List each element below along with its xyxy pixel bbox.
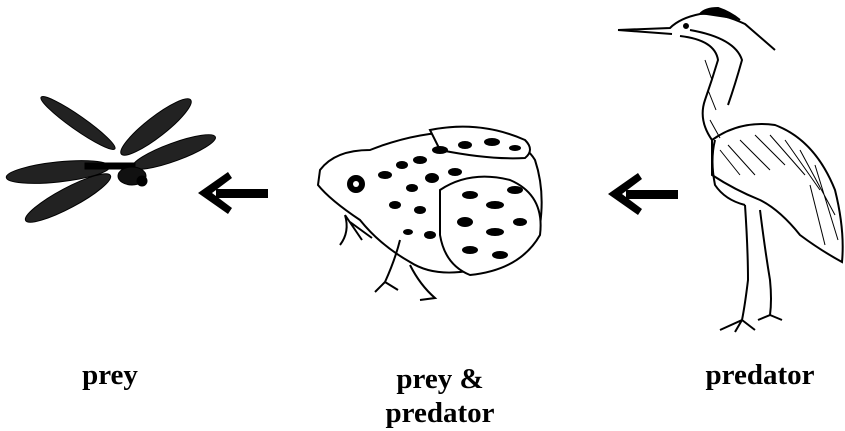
dragonfly-wing	[37, 91, 119, 154]
label-prey: prey	[60, 358, 160, 392]
arrow-left-icon	[608, 173, 678, 215]
label-prey-and-predator: prey & predator	[350, 362, 530, 430]
dragonfly-icon	[5, 91, 218, 229]
frog-icon	[318, 127, 542, 300]
arrow-left-icon	[198, 172, 268, 214]
label-predator: predator	[690, 358, 830, 392]
heron-icon	[618, 8, 843, 332]
